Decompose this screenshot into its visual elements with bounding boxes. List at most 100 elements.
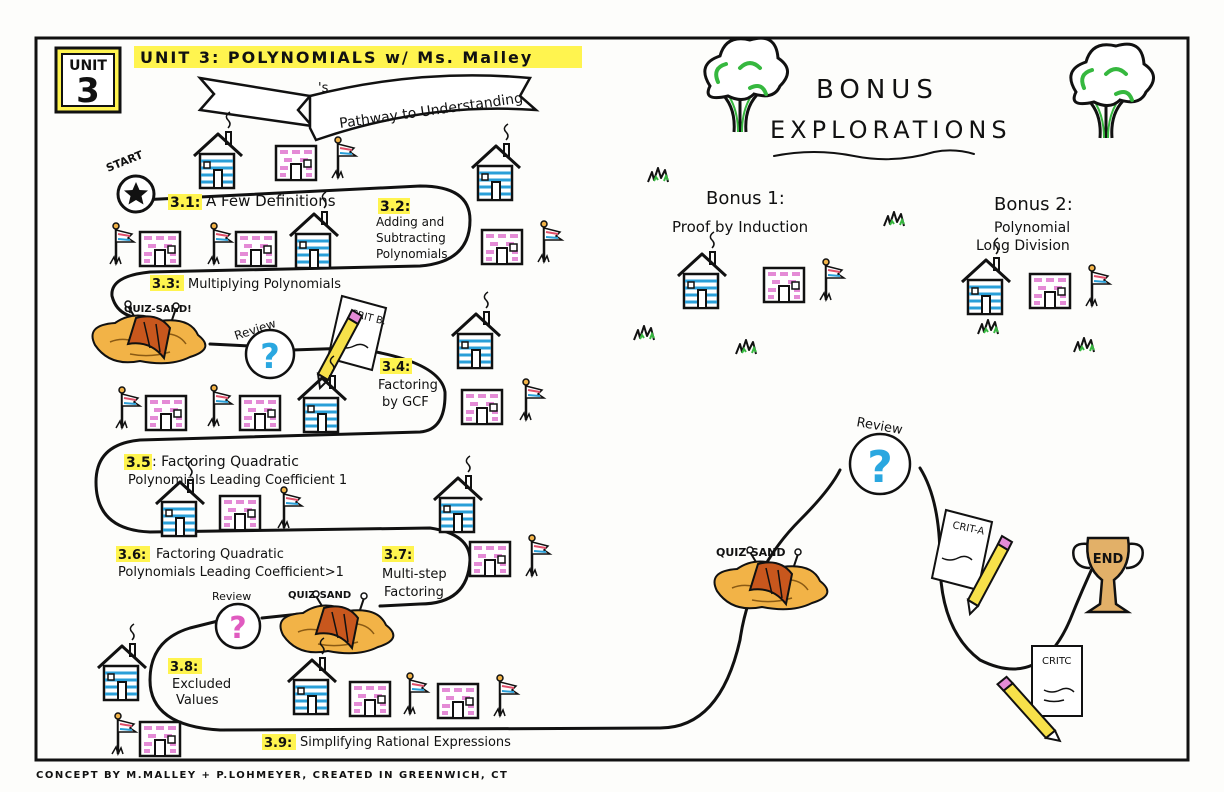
flag-icon [518,377,546,422]
crit-c-paper: CRITC [1031,645,1083,717]
brick-building-icon [238,394,282,432]
quiz-sand-2-label: QUIZ-SAND [288,590,351,601]
lesson-3-6-line2: Polynomials Leading Coefficient>1 [118,565,344,580]
flag-icon [276,485,304,530]
brick-building-icon [1028,272,1072,310]
lesson-3-7-line2: Factoring [384,585,444,600]
quiz-sand-1-label: QUIZ-SAND! [124,304,192,315]
lesson-3-4-number: 3.4: [382,360,410,375]
grass-icon [1073,337,1095,353]
bonus-1-topic: Proof by Induction [672,218,808,236]
lesson-3-3-text: Multiplying Polynomials [188,277,341,292]
question-icon: ? [244,328,296,380]
flag-icon [536,219,564,264]
brick-building-icon [480,228,524,266]
unit-number: 3 [76,71,100,111]
brick-building-icon [234,230,278,268]
brick-building-icon [138,720,182,758]
star-icon [124,182,148,205]
lesson-3-7-number: 3.7: [384,548,412,563]
house-icon [470,122,522,202]
brick-building-icon [468,540,512,578]
lesson-3-8-line2: Values [176,693,219,708]
bonus-2-line1: Polynomial [994,220,1070,236]
house-icon [676,230,728,310]
footer-credit: CONCEPT BY M.MALLEY + P.LOHMEYER, CREATE… [36,770,508,781]
bonus-title-line2: EXPLORATIONS [770,116,1012,144]
start-star [116,174,156,214]
grass-icon [977,319,999,335]
brick-building-icon [460,388,504,426]
brick-building-icon [762,266,806,304]
review-final-question: ? [867,442,893,493]
brick-building-icon [348,680,392,718]
lesson-3-2-line1: Adding and [376,215,444,229]
flag-icon [492,673,520,718]
lesson-3-7-line1: Multi-step [382,567,447,582]
bonus-title-line1: BONUS [816,75,939,105]
lesson-3-6-line1: Factoring Quadratic [156,547,284,562]
lesson-3-4-line2: by GCF [382,395,429,410]
lesson-3-5-line1: : Factoring Quadratic [152,454,299,470]
grass-icon [883,211,905,227]
flag-icon [108,221,136,266]
bonus-2-title: Bonus 2: [994,194,1073,215]
lesson-3-2-number: 3.2: [380,199,410,215]
bonus-underline [773,149,975,161]
start-label: START [104,148,145,175]
flag-icon [524,533,552,578]
lesson-3-8-number: 3.8: [170,660,198,675]
flag-icon [1084,263,1112,308]
lesson-3-5-line2: Polynomials Leading Coefficient 1 [128,473,347,488]
tree-icon [1068,42,1156,140]
brick-building-icon [144,394,188,432]
lesson-3-4-line1: Factoring [378,378,438,393]
brick-building-icon [436,682,480,720]
brick-building-icon [218,494,262,532]
grass-icon [735,339,757,355]
bonus-2-line2: Long Division [976,238,1070,254]
house-icon [450,290,502,370]
flag-icon [330,135,358,180]
house-icon [192,110,244,190]
banner-prefix: 's [318,81,329,96]
lesson-3-8-line1: Excluded [172,677,231,692]
lesson-3-1-number: 3.1: [170,195,200,211]
poster-frame [34,36,1190,762]
lesson-3-1-text: A Few Definitions [206,192,336,210]
bonus-1-title: Bonus 1: [706,188,785,209]
review-2-label: Review [212,590,251,603]
lesson-3-2-line3: Polynomials [376,247,448,261]
house-icon [96,622,148,702]
lesson-3-6-number: 3.6: [118,548,146,563]
lesson-3-2-line2: Subtracting [376,231,446,245]
brick-building-icon [274,144,318,182]
flag-icon [206,383,234,428]
grass-icon [647,167,669,183]
house-icon [432,454,484,534]
pathway-banner: 's Pathway to Understanding [196,74,540,142]
unit-title: UNIT 3: POLYNOMIALS w/ Ms. Malley [140,48,533,67]
learning-path [94,184,1098,732]
lesson-3-3-number: 3.3: [152,277,180,292]
brick-building-icon [138,230,182,268]
question-icon: ? [848,432,912,496]
unit-badge: UNIT 3 [54,46,122,114]
flag-icon [206,221,234,266]
flag-icon [402,671,430,716]
crit-c-label: CRITC [1042,656,1071,667]
question-icon: ? [214,602,262,650]
crit-a-paper: CRIT-A [930,508,994,592]
trophy-icon: END [1072,536,1144,614]
review-1-question: ? [260,337,280,377]
house-icon [154,458,206,538]
lesson-3-9-number: 3.9: [264,736,292,751]
lesson-3-9-text: Simplifying Rational Expressions [300,735,511,750]
review-2-question: ? [229,611,246,646]
unit-label: UNIT [69,58,107,74]
end-label: END [1093,552,1124,567]
lesson-3-5-number: 3.5 [126,455,151,471]
flag-icon [114,385,142,430]
